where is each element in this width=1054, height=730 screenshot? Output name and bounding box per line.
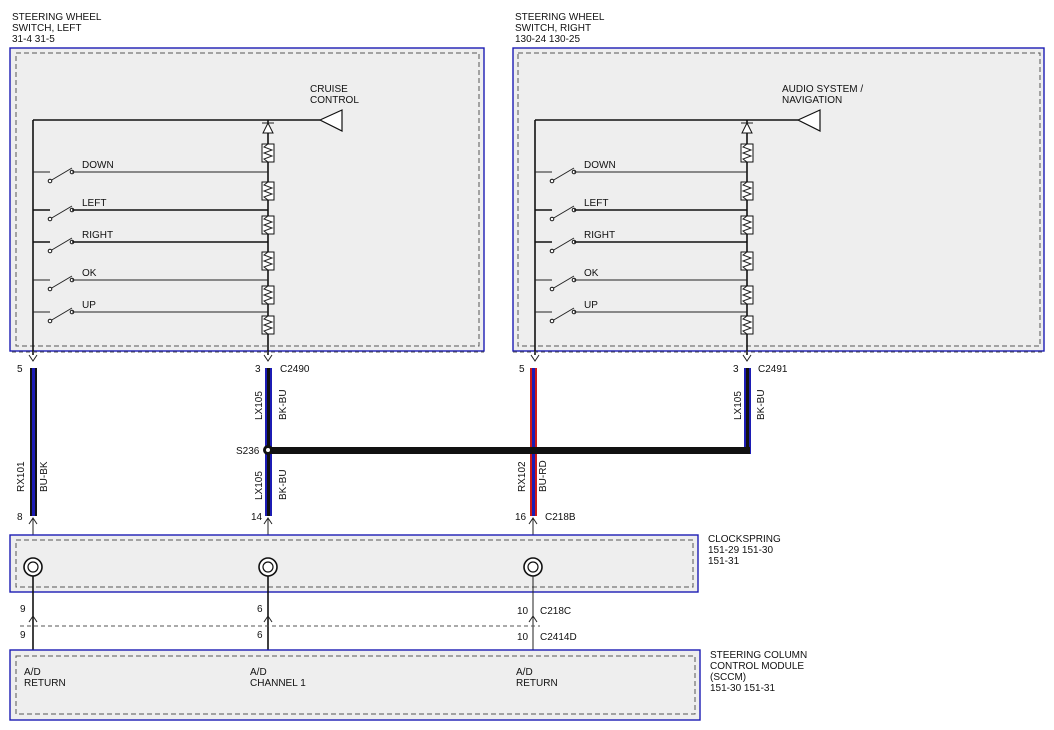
sccm-refs: 151-30 151-31	[710, 683, 775, 694]
wire-rx102-color: BU-RD	[538, 460, 549, 492]
resistor-icon	[740, 285, 754, 305]
clockspring-coil-icon	[23, 557, 43, 577]
clockspring-coil-icon	[258, 557, 278, 577]
swl-title-1: STEERING WHEEL	[12, 12, 102, 23]
wire-lx105-lower-color: BK-BU	[278, 469, 289, 500]
connector-c218c-label: C218C	[540, 606, 571, 617]
steering-column-control-module: STEERING COLUMN CONTROL MODULE (SCCM) 15…	[9, 649, 807, 721]
swr-switch-ok: OK	[584, 268, 599, 279]
pin-label: 14	[251, 512, 263, 523]
pin-label: 9	[20, 630, 26, 641]
splice-s236-label: S236	[236, 446, 260, 457]
resistor-icon	[261, 315, 275, 335]
clockspring-refs-2: 151-31	[708, 556, 740, 567]
connector-c218b-label: C218B	[545, 512, 576, 523]
swr-title-2: SWITCH, RIGHT	[515, 23, 591, 34]
sccm-input-2-line1: A/D	[250, 667, 267, 678]
clockspring-title: CLOCKSPRING	[708, 534, 781, 545]
swl-refs: 31-4 31-5	[12, 34, 55, 45]
pin-label: 5	[519, 364, 525, 375]
connector-c2490-label: C2490	[280, 364, 310, 375]
wire-rx101-color: BU-BK	[39, 461, 50, 492]
resistor-icon	[740, 181, 754, 201]
wire-rx101-circuit: RX101	[16, 461, 27, 492]
sccm-title-3: (SCCM)	[710, 672, 746, 683]
connector-pin-icon	[263, 354, 273, 362]
steering-wheel-switch-left: STEERING WHEEL SWITCH, LEFT 31-4 31-5 CR…	[9, 12, 485, 362]
swr-switch-left: LEFT	[584, 198, 608, 209]
swr-switch-down: DOWN	[584, 160, 616, 171]
pin-label: 6	[257, 604, 263, 615]
sccm-input-1-line1: A/D	[24, 667, 41, 678]
pin-label: 3	[255, 364, 261, 375]
sccm-title-1: STEERING COLUMN	[710, 650, 807, 661]
pin-label: 3	[733, 364, 739, 375]
resistor-icon	[261, 143, 275, 163]
diode-icon	[262, 121, 274, 134]
wire-lx105-right-circuit: LX105	[733, 391, 744, 420]
cruise-control-label-2: CONTROL	[310, 95, 359, 106]
connector-pin-icon	[742, 354, 752, 362]
swl-switch-right: RIGHT	[82, 230, 113, 241]
sccm-title-2: CONTROL MODULE	[710, 661, 804, 672]
connector-pin-icon	[28, 615, 38, 623]
wire-lx105-upper-color: BK-BU	[278, 389, 289, 420]
swl-switch-down: DOWN	[82, 160, 114, 171]
resistor-icon	[261, 251, 275, 271]
audio-nav-label-1: AUDIO SYSTEM /	[782, 84, 863, 95]
connector-pin-icon	[28, 354, 38, 362]
resistor-icon	[740, 315, 754, 335]
swl-switch-left: LEFT	[82, 198, 106, 209]
clockspring-refs-1: 151-29 151-30	[708, 545, 773, 556]
resistor-icon	[740, 251, 754, 271]
resistor-icon	[740, 215, 754, 235]
clockspring: CLOCKSPRING 151-29 151-30 151-31	[9, 534, 781, 593]
resistor-icon	[740, 143, 754, 163]
swl-title-2: SWITCH, LEFT	[12, 23, 81, 34]
pin-label: 10	[517, 606, 529, 617]
swr-switch-up: UP	[584, 300, 598, 311]
cruise-control-output-symbol	[318, 109, 343, 132]
pin-label: 16	[515, 512, 527, 523]
diode-icon	[741, 121, 753, 134]
connector-pin-icon	[530, 354, 540, 362]
lower-wires: 9 6 10 C218C 9 6 10 C2414D	[20, 576, 577, 650]
swr-refs: 130-24 130-25	[515, 34, 580, 45]
sccm-input-3-line1: A/D	[516, 667, 533, 678]
wire-lx105-right-color: BK-BU	[756, 389, 767, 420]
swr-switch-ladder: DOWN LEFT RIGHT OK UP	[535, 143, 754, 335]
connector-pin-icon	[263, 615, 273, 623]
swr-switch-right: RIGHT	[584, 230, 615, 241]
sccm-input-1-line2: RETURN	[24, 678, 66, 689]
wire-lx105-lower-circuit: LX105	[254, 471, 265, 500]
pin-label: 10	[517, 632, 529, 643]
wire-lx105-upper-circuit: LX105	[254, 391, 265, 420]
audio-nav-label-2: NAVIGATION	[782, 95, 842, 106]
wire-rx102-circuit: RX102	[517, 461, 528, 492]
wire-harness: RX101 BU-BK LX105 BK-BU LX105 BK-BU RX10…	[16, 364, 788, 535]
swl-switch-ok: OK	[82, 268, 97, 279]
connector-c2414d-label: C2414D	[540, 632, 577, 643]
pin-label: 5	[17, 364, 23, 375]
pin-label: 8	[17, 512, 23, 523]
pin-label: 6	[257, 630, 263, 641]
resistor-icon	[261, 181, 275, 201]
sccm-input-2-line2: CHANNEL 1	[250, 678, 306, 689]
resistor-icon	[261, 215, 275, 235]
connector-pin-icon	[528, 615, 538, 623]
connector-c2491-label: C2491	[758, 364, 788, 375]
sccm-input-3-line2: RETURN	[516, 678, 558, 689]
pin-label: 9	[20, 604, 26, 615]
cruise-control-label-1: CRUISE	[310, 84, 348, 95]
swl-switch-ladder: DOWN LEFT RIGHT OK UP	[33, 143, 275, 335]
steering-wheel-switch-right: STEERING WHEEL SWITCH, RIGHT 130-24 130-…	[512, 12, 1045, 362]
clockspring-coil-icon	[523, 557, 543, 577]
resistor-icon	[261, 285, 275, 305]
audio-output-symbol	[796, 109, 821, 132]
swr-title-1: STEERING WHEEL	[515, 12, 605, 23]
swl-switch-up: UP	[82, 300, 96, 311]
